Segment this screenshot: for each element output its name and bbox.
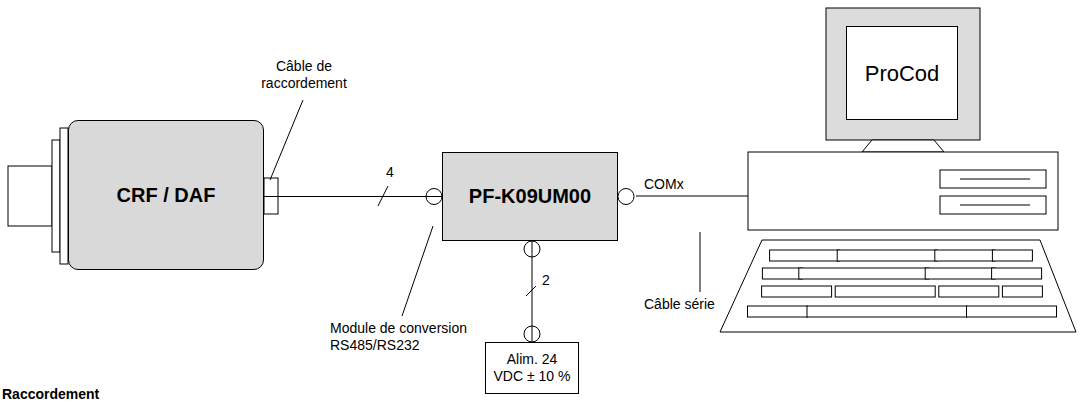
- section-heading: Raccordement: [2, 386, 202, 402]
- cable: [532, 241, 533, 342]
- key: [799, 268, 929, 279]
- port-name: COMx: [644, 176, 704, 193]
- key: [925, 268, 995, 279]
- drive-bay: [940, 196, 1046, 214]
- keyboard-keys: [748, 250, 1057, 317]
- module-label: Module de conversion RS485/RS232: [330, 320, 510, 354]
- monitor-screen: ProCod: [846, 26, 958, 120]
- cable-label: Câble de raccordement: [252, 58, 356, 92]
- flange: [52, 140, 60, 252]
- cable-label: Câble série: [644, 296, 754, 313]
- key: [835, 286, 935, 297]
- key: [748, 306, 808, 317]
- computer-case: [748, 152, 1058, 230]
- drive-bay: [940, 170, 1046, 188]
- drive-slot: [960, 205, 1030, 206]
- shaft: [8, 166, 52, 226]
- key: [762, 286, 832, 297]
- leader-line: [402, 226, 433, 316]
- key: [935, 250, 995, 261]
- key: [939, 286, 999, 297]
- leader-line: [270, 100, 303, 180]
- key: [992, 250, 1032, 261]
- monitor-frame: [826, 8, 980, 140]
- key: [770, 250, 840, 261]
- serial-cable: [636, 196, 748, 197]
- wire-count: 2: [542, 272, 562, 289]
- key: [762, 268, 802, 279]
- node-text: Alim. 24 VDC ± 10 %: [491, 351, 573, 385]
- key: [967, 306, 1057, 317]
- power-supply-box: Alim. 24 VDC ± 10 %: [485, 342, 579, 394]
- node-text: PF-K09UM00: [469, 185, 591, 208]
- cable: [264, 196, 442, 197]
- wire-count: 4: [386, 164, 406, 181]
- node-text: CRF / DAF: [117, 184, 216, 207]
- drive-slot: [960, 179, 1030, 180]
- key: [1002, 286, 1042, 297]
- node-text: ProCod: [865, 61, 940, 86]
- keyboard: [720, 240, 1076, 332]
- encoder-body: CRF / DAF: [68, 120, 264, 270]
- key: [837, 250, 937, 261]
- converter-module: PF-K09UM00: [442, 152, 618, 241]
- port-socket: [618, 189, 634, 205]
- flange-ring: [60, 128, 68, 264]
- key: [807, 306, 967, 317]
- bus-slash: [526, 286, 536, 296]
- key: [992, 268, 1042, 279]
- leader-line: [700, 232, 701, 292]
- monitor-stand: [862, 140, 944, 152]
